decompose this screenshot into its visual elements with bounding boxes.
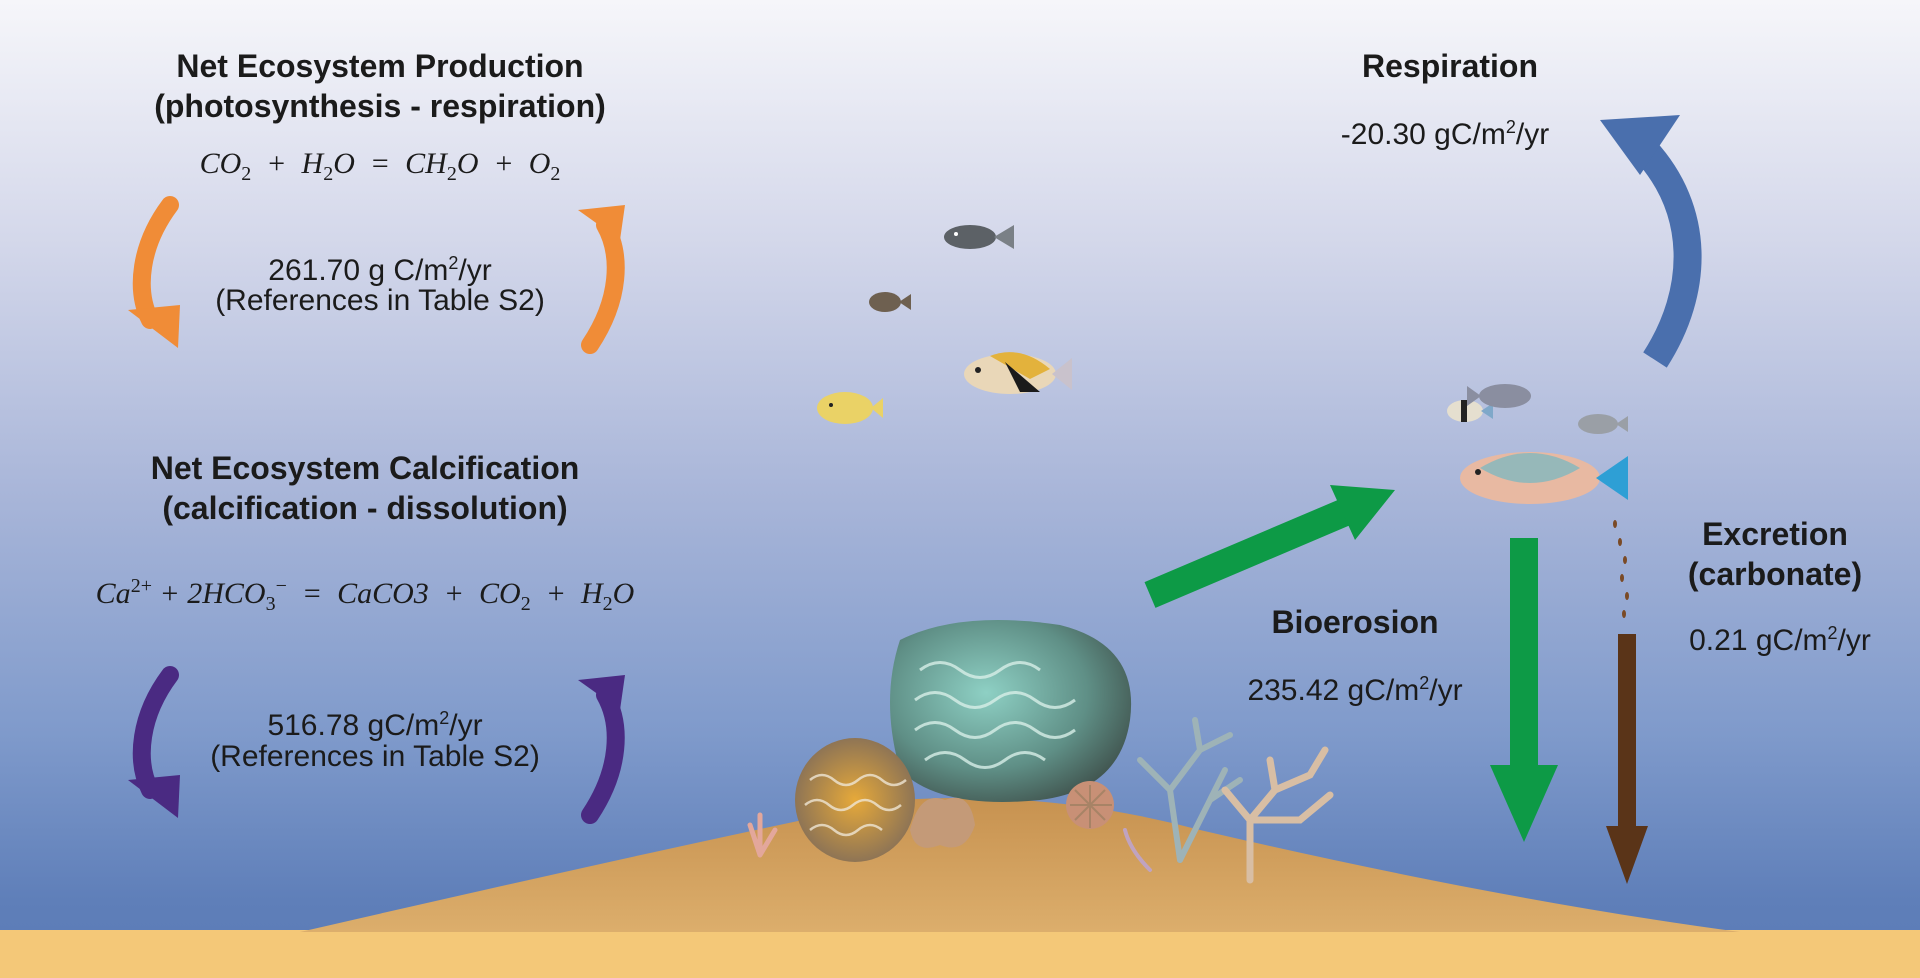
bioerosion-value: 235.42 gC/m2/yr bbox=[1247, 673, 1463, 707]
excretion-title-line2: (carbonate) bbox=[1687, 556, 1863, 592]
fish-group-right bbox=[1447, 384, 1628, 504]
nec-value: 516.78 gC/m2/yr bbox=[267, 708, 483, 742]
nec-reference: (References in Table S2) bbox=[210, 740, 540, 773]
nec-equation: Ca2+ + 2HCO3− = CaCO3 + CO2 + H2O bbox=[95, 575, 635, 615]
nep-title-line1: Net Ecosystem Production bbox=[176, 48, 584, 84]
nep-title-line2: (photosynthesis - respiration) bbox=[154, 88, 606, 124]
nep-cycle-arrows bbox=[128, 196, 625, 354]
nec-title: Net Ecosystem Calcification (calcificati… bbox=[80, 448, 650, 528]
excretion-title-line1: Excretion bbox=[1702, 516, 1848, 552]
nec-cycle-arrows bbox=[128, 666, 625, 824]
excretion-title: Excretion (carbonate) bbox=[1660, 514, 1890, 594]
nep-reference: (References in Table S2) bbox=[215, 284, 545, 317]
nep-equation: CO2 + H2O = CH2O + O2 bbox=[199, 147, 561, 185]
sand-mound bbox=[300, 798, 1740, 932]
coral-cluster bbox=[747, 620, 1334, 884]
bioerosion-diagonal-arrow bbox=[1144, 485, 1395, 608]
bioerosion-title: Bioerosion bbox=[1271, 604, 1439, 640]
fish-group-left bbox=[817, 225, 1072, 424]
respiration-title: Respiration bbox=[1361, 48, 1539, 84]
excretion-value: 0.21 gC/m2/yr bbox=[1689, 623, 1871, 657]
nec-title-line1: Net Ecosystem Calcification bbox=[150, 450, 580, 486]
nep-title: Net Ecosystem Production (photosynthesis… bbox=[100, 46, 660, 126]
bioerosion-down-arrow bbox=[1490, 538, 1558, 842]
nep-value: 261.70 g C/m2/yr bbox=[268, 253, 492, 287]
excretion-arrow bbox=[1606, 520, 1648, 884]
respiration-value: -20.30 gC/m2/yr bbox=[1340, 117, 1550, 151]
respiration-arrow bbox=[1600, 115, 1702, 368]
seafloor bbox=[0, 930, 1920, 978]
nec-title-line2: (calcification - dissolution) bbox=[162, 490, 568, 526]
